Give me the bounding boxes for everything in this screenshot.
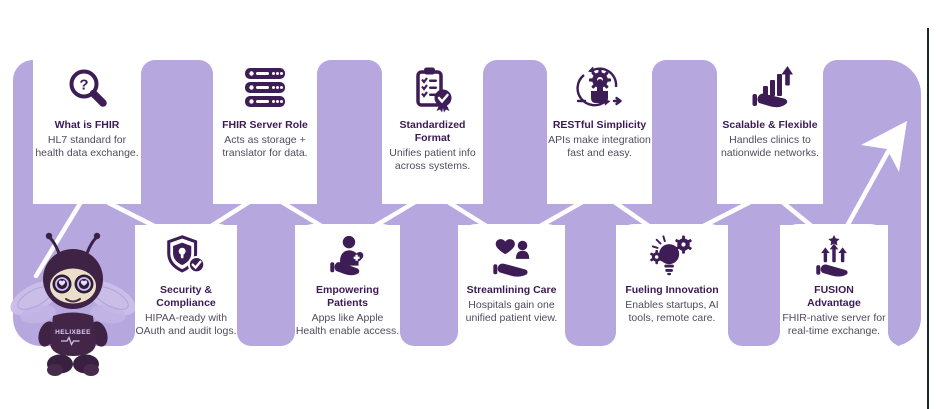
card-restful-simplicity: RESTful Simplicity APIs make integration…	[547, 50, 652, 204]
card-title: RESTful Simplicity	[552, 119, 647, 131]
card-title: Streamlining Care	[466, 284, 557, 296]
card-title: Standardized Format	[399, 119, 466, 144]
card-description: Enables startups, AI tools, remote care.	[625, 298, 719, 325]
heartbeat-line	[61, 335, 80, 347]
hand-growth-chart-icon	[746, 63, 794, 115]
card-title: Security & Compliance	[156, 284, 216, 309]
card-title: Scalable & Flexible	[722, 119, 818, 131]
card-what-is-fhir: ? What is FHIR HL7 standard for health d…	[33, 50, 141, 204]
card-description: Apps like Apple Health enable access.	[295, 311, 400, 338]
card-fueling-innovation: Fueling Innovation Enables startups, AI …	[616, 224, 728, 374]
card-streamlining-care: Streamlining Care Hospitals gain one uni…	[458, 224, 565, 374]
card-description: HL7 standard for health data exchange.	[35, 133, 139, 160]
card-scalable-flexible: Scalable & Flexible Handles clinics to n…	[717, 50, 823, 204]
shield-check-icon	[163, 233, 209, 280]
clipboard-certified-icon	[409, 63, 457, 115]
helixbee-mascot: HELIXBEE	[10, 232, 136, 376]
card-description: APIs make integration fast and easy.	[548, 133, 651, 160]
card-standardized-format: Standardized Format Unifies patient info…	[382, 50, 483, 204]
page-edge-line	[927, 28, 929, 409]
patient-heart-hand-icon	[325, 233, 371, 280]
card-description: Unifies patient info across systems.	[389, 146, 476, 173]
gear-touch-cycle-icon	[575, 63, 624, 115]
bee-body	[50, 312, 96, 356]
mascot-label: HELIXBEE	[55, 329, 91, 336]
bee-legs	[47, 354, 99, 376]
lightbulb-gears-icon	[649, 233, 695, 280]
card-title: FUSION Advantage	[807, 284, 861, 309]
card-empowering-patients: Empowering Patients Apps like Apple Heal…	[295, 224, 400, 374]
server-stack-icon	[241, 63, 289, 115]
card-title: FHIR Server Role	[222, 119, 308, 131]
magnifier-question-icon: ?	[63, 63, 111, 115]
card-description: Acts as storage + translator for data.	[222, 133, 308, 160]
card-description: Handles clinics to nationwide networks.	[720, 133, 820, 160]
card-description: HIPAA-ready with OAuth and audit logs.	[135, 311, 237, 338]
hand-arrows-star-icon	[811, 233, 857, 280]
card-fusion-advantage: FUSION Advantage FHIR-native server for …	[780, 224, 888, 374]
card-description: FHIR-native server for real-time exchang…	[782, 311, 886, 338]
card-security-compliance: Security & Compliance HIPAA-ready with O…	[135, 224, 237, 374]
card-title: Empowering Patients	[315, 284, 379, 309]
svg-text:?: ?	[79, 77, 88, 94]
card-title: Fueling Innovation	[625, 284, 719, 296]
growth-arrow	[861, 121, 907, 172]
card-fhir-server-role: FHIR Server Role Acts as storage + trans…	[213, 50, 317, 204]
card-description: Hospitals gain one unified patient view.	[465, 298, 558, 325]
card-title: What is FHIR	[54, 119, 120, 131]
bee-smile	[65, 298, 81, 303]
bee-eyes	[52, 274, 94, 294]
hand-heart-person-icon	[489, 233, 535, 280]
